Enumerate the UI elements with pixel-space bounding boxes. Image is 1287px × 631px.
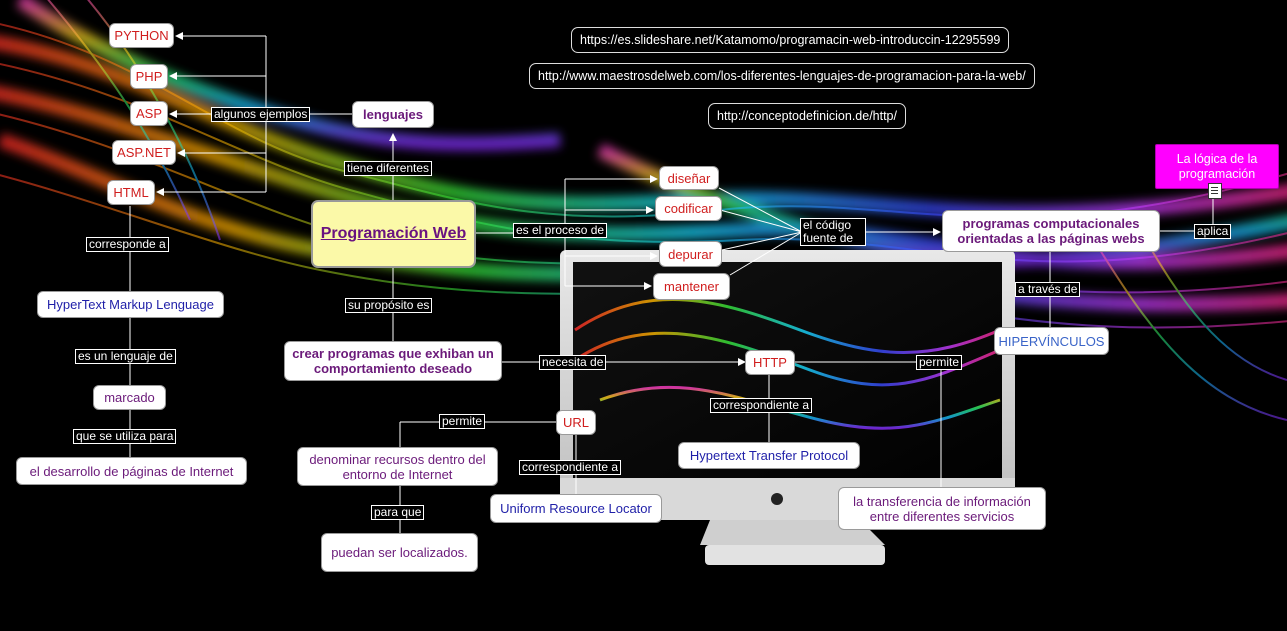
concept-uniform-resource-locator[interactable]: Uniform Resource Locator: [490, 494, 662, 523]
concept-python[interactable]: PYTHON: [109, 23, 174, 48]
concept-desarrollo-paginas[interactable]: el desarrollo de páginas de Internet: [16, 457, 247, 485]
link-que-se-utiliza-para[interactable]: que se utiliza para: [73, 429, 177, 444]
concept-programacion-web[interactable]: Programación Web: [311, 200, 476, 268]
concept-hypertext-transfer-protocol[interactable]: Hypertext Transfer Protocol: [678, 442, 860, 469]
concept-http[interactable]: HTTP: [745, 350, 795, 375]
link-permite-http[interactable]: permite: [916, 355, 963, 370]
concept-php[interactable]: PHP: [130, 64, 168, 89]
reference-url-conceptodefinicion[interactable]: http://conceptodefinicion.de/http/: [708, 103, 906, 129]
reference-url-maestrosdelweb[interactable]: http://www.maestrosdelweb.com/los-difere…: [529, 63, 1035, 89]
concept-hipervinculos[interactable]: HIPERVÍNCULOS: [994, 327, 1109, 355]
link-aplica[interactable]: aplica: [1194, 224, 1232, 239]
concept-aspnet[interactable]: ASP.NET: [112, 140, 176, 165]
concept-html[interactable]: HTML: [107, 180, 155, 205]
link-correspondiente-a-url[interactable]: correspondiente a: [519, 460, 622, 475]
concept-programas-computacionales[interactable]: programas computacionales orientadas a l…: [942, 210, 1160, 252]
link-permite-url[interactable]: permite: [439, 414, 486, 429]
concept-mantener[interactable]: mantener: [653, 273, 730, 300]
link-corresponde-a[interactable]: corresponde a: [86, 237, 169, 252]
link-correspondiente-a-http[interactable]: correspondiente a: [710, 398, 813, 413]
link-es-un-lenguaje-de[interactable]: es un lenguaje de: [75, 349, 176, 364]
link-para-que[interactable]: para que: [371, 505, 425, 520]
concept-denominar-recursos[interactable]: denominar recursos dentro del entorno de…: [297, 447, 498, 486]
link-el-codigo-fuente-de[interactable]: el código fuente de: [800, 218, 866, 246]
concept-url[interactable]: URL: [556, 410, 596, 435]
concept-codificar[interactable]: codificar: [655, 196, 722, 221]
concept-marcado[interactable]: marcado: [93, 385, 166, 410]
concept-disenar[interactable]: diseñar: [659, 166, 719, 190]
link-tiene-diferentes[interactable]: tiene diferentes: [344, 161, 433, 176]
link-a-traves-de[interactable]: a través de: [1015, 282, 1081, 297]
concept-transferencia-informacion[interactable]: la transferencia de información entre di…: [838, 487, 1046, 530]
link-algunos-ejemplos[interactable]: algunos ejemplos: [211, 107, 311, 122]
concept-hypertext-markup-lenguage[interactable]: HyperText Markup Lenguage: [37, 291, 224, 318]
concept-logica-programacion[interactable]: La lógica de la programación: [1155, 144, 1279, 189]
link-necesita-de[interactable]: necesita de: [539, 355, 607, 370]
concept-depurar[interactable]: depurar: [659, 241, 722, 267]
concept-puedan-ser-localizados[interactable]: puedan ser localizados.: [321, 533, 478, 572]
concept-crear-programas[interactable]: crear programas que exhiban un comportam…: [284, 341, 502, 381]
link-es-el-proceso-de[interactable]: es el proceso de: [513, 223, 608, 238]
concept-asp[interactable]: ASP: [130, 101, 168, 126]
reference-url-slideshare[interactable]: https://es.slideshare.net/Katamomo/progr…: [571, 27, 1010, 53]
concept-programacion-web-text: Programación Web: [320, 225, 467, 242]
link-su-proposito-es[interactable]: su propósito es: [345, 298, 433, 313]
document-icon[interactable]: [1208, 183, 1222, 199]
concept-lenguajes[interactable]: lenguajes: [352, 101, 434, 128]
